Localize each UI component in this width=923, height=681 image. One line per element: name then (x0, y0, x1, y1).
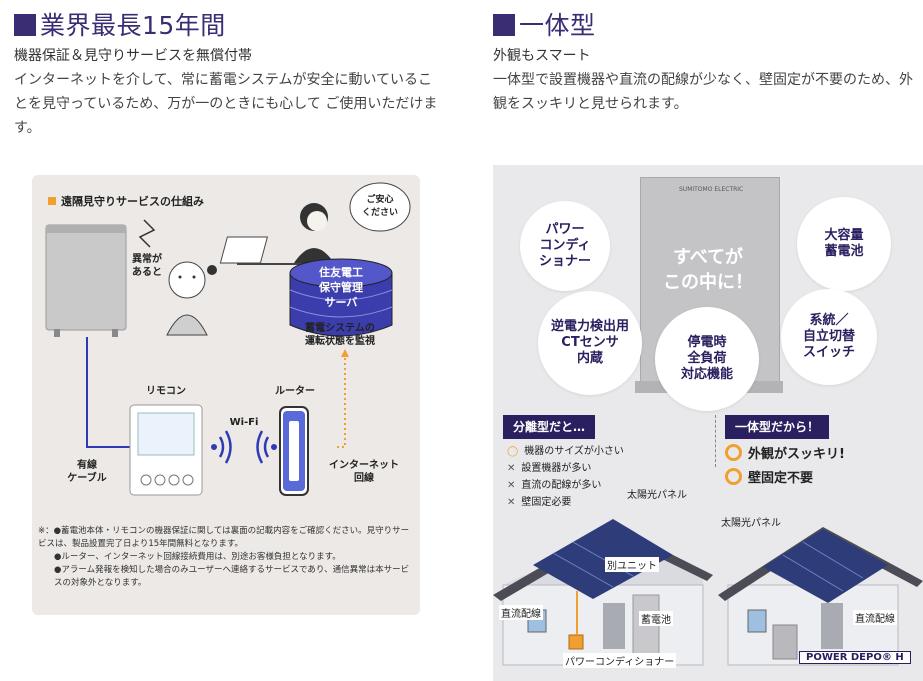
solar-panel-label-left: 太陽光パネル (627, 490, 687, 501)
integrated-type-list: 外観がスッキリ! 壁固定不要 (725, 443, 845, 491)
separate-unit-label: 別ユニット (605, 557, 659, 572)
integrated-body-text: 一体型で設置機器や直流の配線が少なく、壁固定が不要のため、外観をスッキリと見せら… (493, 72, 913, 112)
worried-user-icon (168, 261, 206, 299)
list-item: ✕直流の配線が多い (507, 480, 602, 491)
wifi-left-icon (211, 444, 217, 450)
cross-mark-icon: ✕ (507, 463, 516, 474)
note-item: ※：●蓄電池本体・リモコンの機器保証に関しては裏面の記載内容をご確認ください。見… (38, 526, 410, 549)
wifi-right-icon (271, 444, 277, 450)
integrated-type-tag: 一体型だから！ (725, 415, 830, 439)
circle-mark-icon (725, 468, 742, 485)
battery-label: 蓄電池 (639, 611, 673, 626)
list-item: 外観がスッキリ! (725, 443, 845, 467)
warranty-body-text: インターネットを介して、常に蓄電システムが安全に動いていることを見守っているため… (14, 72, 438, 136)
monitoring-illustration (45, 182, 411, 496)
list-item: 壁固定不要 (725, 467, 845, 491)
battery-unit-icon (45, 224, 127, 331)
alert-zigzag-icon (138, 219, 156, 248)
warranty-subheading: 機器保証＆見守りサービスを無償付帯 (14, 48, 252, 64)
feature-large-battery: 大容量 蓄電池 (797, 197, 891, 291)
feature-power-conditioner: パワー コンディ ショナー (520, 201, 610, 291)
internet-line-label: インターネット 回線 (329, 460, 399, 484)
circle-mark-icon: ◯ (507, 446, 519, 457)
section-heading-warranty: 業界最長15年間 (14, 6, 226, 42)
feature-ct-sensor: 逆電力検出用 CTセンサ 内蔵 (538, 291, 642, 395)
cross-mark-icon: ✕ (507, 480, 516, 491)
note-item: ●アラーム発報を検知した場合のみユーザーへ連絡するサービスであり、通信異常は本サ… (54, 565, 410, 588)
separate-type-tag: 分離型だと… (503, 415, 596, 439)
power-conditioner-label: パワーコンディショナー (563, 653, 677, 668)
remote-monitoring-diagram: 遠隔見守りサービスの仕組み (32, 175, 420, 615)
list-item: ◯機器のサイズが小さい (507, 446, 624, 457)
dc-wiring-label-right: 直流配線 (853, 610, 897, 625)
diagram-notes: ※：●蓄電池本体・リモコンの機器保証に関しては裏面の記載内容をご確認ください。見… (38, 525, 414, 590)
brand-label: SUMITOMO ELECTRIC (679, 186, 744, 193)
server-label: 住友電工 保守管理 サーバ (319, 266, 363, 309)
dc-wiring-label-left: 直流配線 (499, 605, 543, 620)
list-item: ✕設置機器が多い (507, 463, 592, 474)
cross-mark-icon: ✕ (507, 497, 516, 508)
compare-divider (715, 415, 717, 467)
feature-full-load-backup: 停電時 全負荷 対応機能 (655, 307, 759, 411)
monitor-label: 蓄電システムの 運転状態を監視 (305, 323, 375, 347)
orange-square-icon (48, 197, 56, 205)
solar-panel-label-right: 太陽光パネル (721, 518, 781, 529)
router-label: ルーター (275, 386, 315, 397)
integrated-feature-graphic: SUMITOMO ELECTRIC すべてが この中に！ パワー コンディ ショ… (493, 165, 923, 681)
server-icon (289, 273, 393, 337)
all-in-one-label: すべてが この中に！ (663, 247, 753, 293)
list-item: ✕壁固定必要 (507, 497, 572, 508)
feature-grid-switch: 系統／ 自立切替 スイッチ (781, 289, 877, 385)
square-bullet-icon (493, 14, 515, 36)
internet-line (337, 357, 346, 448)
separate-type-list: ◯機器のサイズが小さい ✕設置機器が多い ✕直流の配線が多い ✕壁固定必要 (507, 443, 624, 511)
integrated-subheading: 外観もスマート (493, 48, 591, 64)
diagram-title: 遠隔見守りサービスの仕組み (48, 193, 204, 209)
reassure-label: ご安心 ください (361, 195, 398, 218)
note-item: ●ルーター、インターネット回線接続費用は、別途お客様負担となります。 (54, 552, 341, 562)
wifi-label: Wi-Fi (229, 417, 259, 428)
section-heading-integrated: 一体型 (493, 6, 596, 42)
square-bullet-icon (14, 14, 36, 36)
abnormal-label: 異常が あると (132, 254, 162, 278)
circle-mark-icon (725, 444, 742, 461)
speech-bubble-icon (349, 182, 411, 232)
remote-label: リモコン (146, 386, 186, 397)
power-depo-h-label: POWER DEPO® H (799, 651, 911, 664)
wired-cable-label: 有線 ケーブル (67, 460, 107, 484)
